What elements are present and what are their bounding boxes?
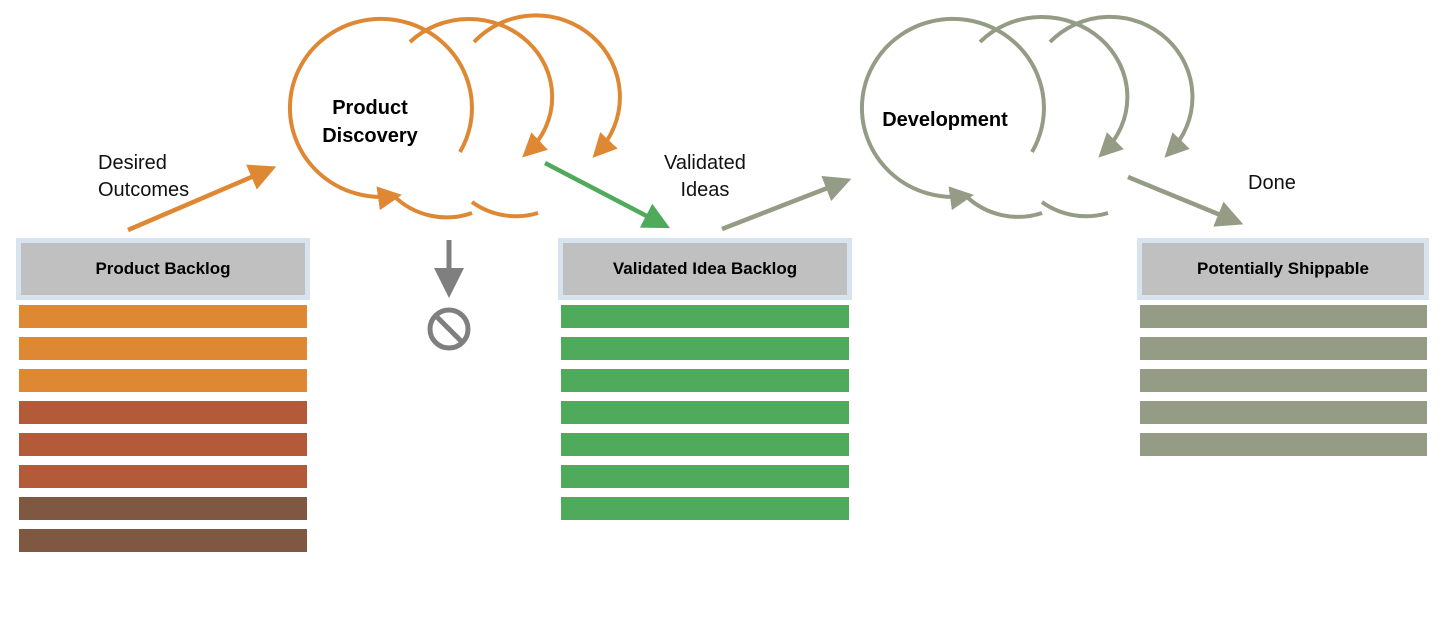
- potentially-shippable-header: Potentially Shippable: [1137, 238, 1429, 300]
- development-cycle: [859, 14, 1195, 219]
- backlog-item: [1140, 337, 1427, 360]
- arrow-to-validated-backlog: [543, 161, 670, 229]
- backlog-item: [19, 433, 307, 456]
- discovery-loop-main: [287, 16, 474, 211]
- backlog-item: [19, 305, 307, 328]
- discovery-loop-back-1: [392, 194, 473, 220]
- arrow-to-discovery: [127, 164, 277, 233]
- discovery-cycle: [287, 13, 622, 220]
- development-loop-mid: [978, 14, 1130, 158]
- development-loop-back-2: [1040, 200, 1109, 219]
- desired-outcomes-label: Desired Outcomes: [98, 152, 190, 201]
- backlog-item: [561, 465, 849, 488]
- product-backlog-header: Product Backlog: [16, 238, 310, 300]
- backlog-item: [1140, 401, 1427, 424]
- product-backlog-list: [19, 305, 307, 559]
- discovery-loop-outer: [472, 13, 622, 158]
- backlog-item: [19, 497, 307, 520]
- discovery-stage-label: Product Discovery: [322, 97, 418, 147]
- backlog-item: [1140, 305, 1427, 328]
- done-label: Done: [1248, 172, 1296, 194]
- backlog-item: [561, 337, 849, 360]
- development-loop-main: [859, 16, 1046, 211]
- backlog-item: [19, 529, 307, 552]
- development-loop-outer: [1048, 14, 1195, 158]
- arrow-to-development: [721, 175, 852, 232]
- potentially-shippable-list: [1140, 305, 1427, 463]
- discovery-loop-back-2: [470, 200, 539, 219]
- development-loop-back-1: [964, 194, 1043, 219]
- validated-idea-backlog-header: Validated Idea Backlog: [558, 238, 852, 300]
- backlog-item: [561, 369, 849, 392]
- backlog-item: [19, 369, 307, 392]
- backlog-item: [19, 465, 307, 488]
- arrow-to-done: [1127, 174, 1244, 227]
- backlog-item: [561, 497, 849, 520]
- discovery-loop-mid: [408, 17, 555, 158]
- backlog-item: [19, 337, 307, 360]
- backlog-item: [19, 401, 307, 424]
- prohibited-icon: [427, 307, 471, 351]
- backlog-item: [561, 305, 849, 328]
- validated-idea-backlog-list: [561, 305, 849, 527]
- backlog-item: [561, 401, 849, 424]
- development-stage-label: Development: [882, 109, 1008, 131]
- backlog-item: [561, 433, 849, 456]
- validated-ideas-label: Validated Ideas: [664, 152, 746, 201]
- backlog-item: [1140, 369, 1427, 392]
- backlog-item: [1140, 433, 1427, 456]
